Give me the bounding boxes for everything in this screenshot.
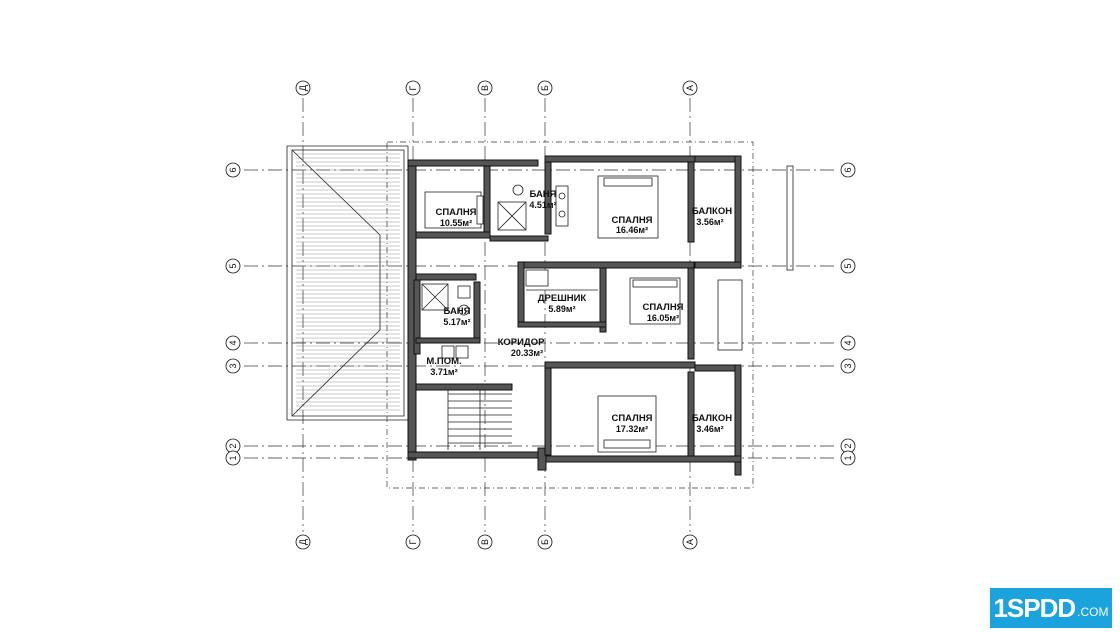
room-area-bedroom-2: 16.46м² [616,225,648,235]
room-label-balcony-1: БАЛКОН [692,206,732,217]
room-label-utility: М.ПОМ. [426,356,461,367]
room-label-bath-1: БАНЯ [529,189,556,200]
axis-bubble [225,358,241,374]
axis-bubble [225,450,241,466]
room-label-wardrobe: ДРЕШНИК [538,293,587,304]
axis-label: В [480,85,490,91]
axis-bubble [840,450,856,466]
axis-bubble [405,534,421,550]
axis-label: Б [540,539,550,545]
room-label-bedroom-1: СПАЛНЯ [435,207,476,218]
axis-bubble [840,358,856,374]
outline-dashed [386,141,754,489]
room-area-bedroom-1: 10.55м² [440,218,472,228]
axis-bubble [295,80,311,96]
axis-label: 2 [228,443,238,448]
axis-bubble [682,80,698,96]
room-label-bedroom-3: СПАЛНЯ [642,302,683,313]
axis-label: 1 [228,455,238,460]
room-area-utility: 3.71м² [430,367,457,377]
axis-bubble [295,534,311,550]
room-label-corridor: КОРИДОР [498,337,546,348]
axis-label: 6 [228,167,238,172]
sink-1 [555,185,569,227]
watermark-main: 1SPDD [993,592,1076,623]
axis-bubble [682,534,698,550]
axis-bubble [477,80,493,96]
walls [407,155,743,476]
axis-label: 4 [228,340,238,345]
balcony-rail [786,165,794,271]
room-label-bedroom-2: СПАЛНЯ [611,215,652,226]
axis-bubble [225,258,241,274]
axis-bubble [537,534,553,550]
axis-label: 5 [843,263,853,268]
room-area-bath-2: 5.17м² [443,317,470,327]
room-area-balcony-2: 3.46м² [696,424,723,434]
axis-label: 5 [228,263,238,268]
axis-bubble [537,80,553,96]
axis-label: 4 [843,340,853,345]
axis-label: 2 [843,443,853,448]
axis-label: 1 [843,455,853,460]
axis-bubble [840,335,856,351]
axis-bubble [840,162,856,178]
grid-axes: Д Д Г Г В В Б Б А А 6 6 5 5 4 4 3 3 2 2 1 1 [225,80,856,550]
watermark-logo: 1SPDD .COM [990,588,1112,628]
room-area-balcony-1: 3.56м² [696,217,723,227]
room-label-balcony-2: БАЛКОН [692,413,732,424]
room-area-bedroom-4: 17.32м² [616,424,648,434]
room-area-wardrobe: 5.89м² [548,304,575,314]
stairs [447,390,512,450]
axis-bubble [225,162,241,178]
axis-label: Г [408,539,418,544]
axis-bubble [840,258,856,274]
axis-label: 3 [843,363,853,368]
axis-bubble [405,80,421,96]
room-area-bath-1: 4.51м² [529,200,556,210]
axis-label: Г [408,85,418,90]
room-label-bath-2: БАНЯ [443,306,470,317]
bed-1 [424,191,482,229]
room-labels: СПАЛНЯ 10.55м² БАНЯ 4.51м² СПАЛНЯ 16.46м… [426,189,732,434]
axis-label: Д [298,539,308,545]
axis-label: Д [298,85,308,91]
axis-label: А [685,539,695,545]
roof-hatch [286,145,409,421]
axis-label: Б [540,85,550,91]
axis-label: А [685,85,695,91]
axis-bubble [477,534,493,550]
axis-label: В [480,539,490,545]
toilet-1 [512,184,524,196]
room-area-corridor: 20.33м² [511,348,543,358]
axis-label: 3 [228,363,238,368]
toilet-2 [458,304,470,316]
axis-bubble [225,335,241,351]
axis-label: 6 [843,167,853,172]
watermark-suffix: .COM [1077,605,1109,619]
room-area-bedroom-3: 16.05м² [647,313,679,323]
furniture [421,175,681,453]
room-label-bedroom-4: СПАЛНЯ [611,413,652,424]
